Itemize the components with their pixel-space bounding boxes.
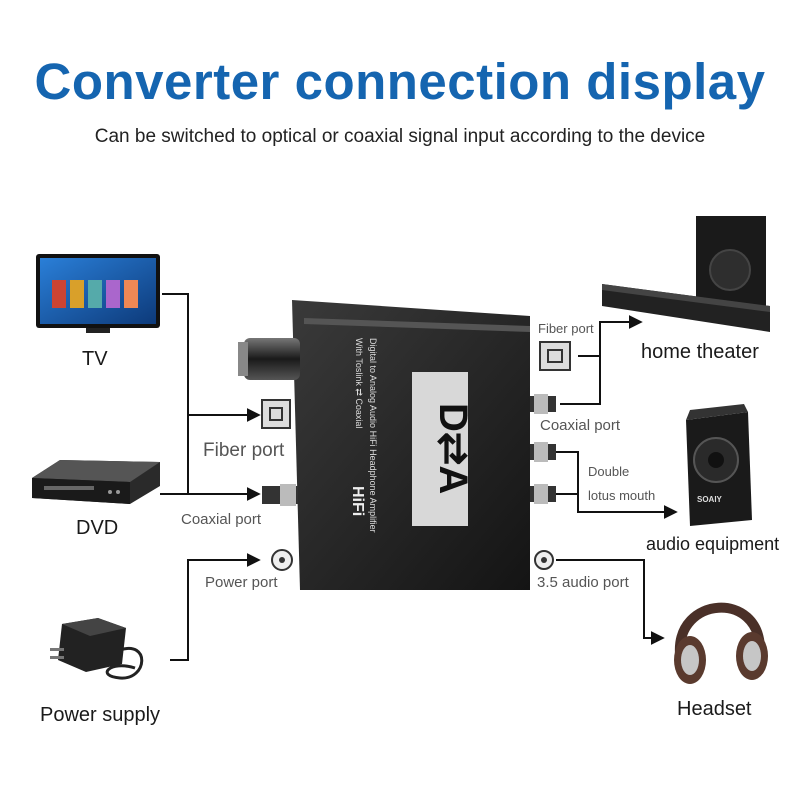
svg-text:With Toslink ⇄ Coaxial: With Toslink ⇄ Coaxial (354, 338, 364, 428)
right-fiber-port-icon (539, 341, 571, 371)
left-coaxial-port-icon (262, 484, 298, 506)
dvd-player-icon (32, 460, 160, 504)
speaker-icon: SOAIY (686, 404, 752, 526)
right-coaxial-port-icon (530, 394, 556, 414)
rca-port-icon-2 (530, 484, 556, 504)
double-lotus-label-line2: lotus mouth (588, 488, 656, 503)
double-lotus-label-line1: Double (588, 464, 630, 479)
page-subtitle: Can be switched to optical or coaxial si… (94, 126, 706, 147)
audio-to-headset-line (556, 559, 665, 645)
audio-jack-icon (534, 550, 554, 570)
converter-box: D⇄A Digital to Analog Audio HiFi Headpho… (238, 300, 530, 590)
left-fiber-port-label: Fiber port (203, 440, 285, 461)
power-port-icon (271, 549, 293, 571)
headset-icon (674, 602, 768, 684)
coax-to-home-theater-line (560, 356, 601, 405)
fiber-to-home-theater-line (578, 315, 643, 357)
home-theater-icon (602, 216, 770, 332)
audio-port-label: 3.5 audio port (537, 574, 629, 591)
tv-icon (36, 254, 160, 333)
page-title: Converter connection display (34, 53, 766, 110)
rca-port-icon-1 (530, 442, 556, 462)
svg-text:SOAIY: SOAIY (697, 495, 723, 504)
svg-text:HiFi: HiFi (349, 486, 366, 516)
rca-to-audio-line (556, 451, 678, 519)
power-port-label: Power port (205, 574, 278, 591)
audio-equipment-label: audio equipment (646, 534, 780, 554)
right-coaxial-port-label: Coaxial port (540, 417, 621, 434)
tv-to-fiber-line (162, 293, 261, 422)
connection-lines (160, 293, 678, 661)
power-supply-icon (50, 618, 144, 680)
svg-text:Digital to Analog Audio HiFi H: Digital to Analog Audio HiFi Headphone A… (368, 338, 378, 533)
svg-text:D⇄A: D⇄A (431, 403, 475, 494)
headset-label: Headset (677, 698, 752, 720)
power-supply-label: Power supply (40, 704, 161, 726)
left-fiber-port-icon (261, 399, 291, 429)
left-coaxial-port-label: Coaxial port (181, 511, 262, 528)
dvd-label: DVD (76, 517, 119, 539)
power-line (170, 553, 261, 661)
right-fiber-port-label: Fiber port (538, 321, 594, 336)
volume-knob (244, 338, 300, 380)
tv-label: TV (82, 348, 108, 370)
home-theater-label: home theater (641, 341, 759, 363)
